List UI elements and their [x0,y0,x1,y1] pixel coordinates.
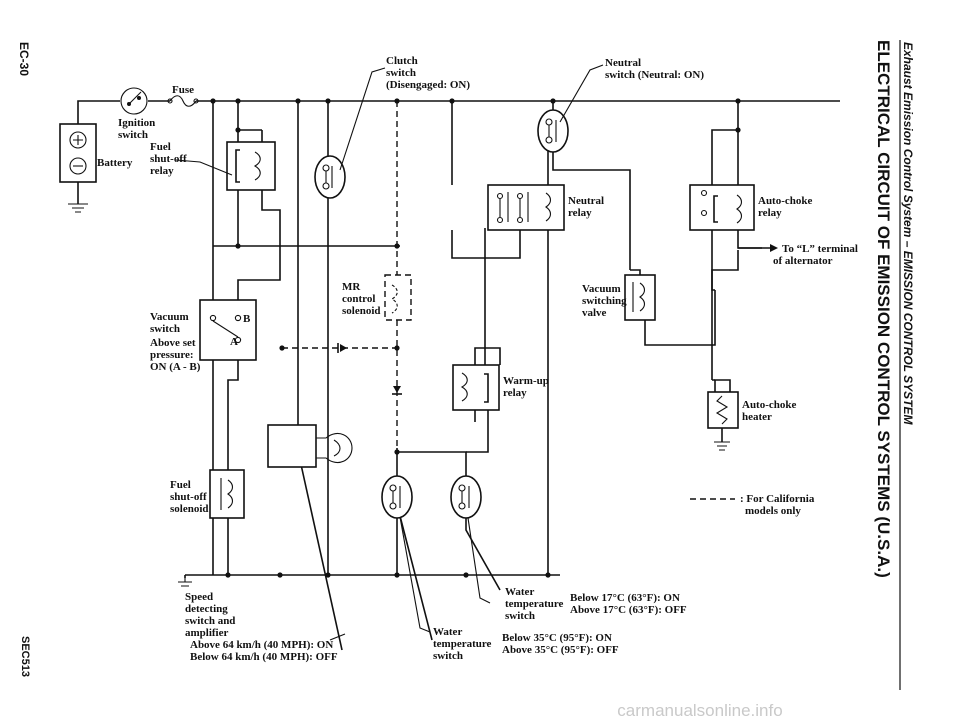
speed-label-6: Below 64 km/h (40 MPH): OFF [190,651,338,663]
leader-lines [175,64,604,641]
vsv-label-2: switching [582,295,627,307]
page-title: ELECTRICAL CIRCUIT OF EMISSION CONTROL S… [874,40,893,578]
fuel-relay-label-2: shut-off [150,153,187,165]
water17-label-1: Water [505,586,534,598]
diode-symbol-vertical [392,386,402,395]
clutch-label-2: switch [386,67,416,79]
water35-label-1: Water [433,626,462,638]
fuel-shutoff-relay-symbol [226,141,276,191]
wires [68,100,840,651]
speed-label-5: Above 64 km/h (40 MPH): ON [190,639,333,651]
water-temp-switch-17-symbol [450,475,482,519]
fuel-shutoff-solenoid-symbol [209,469,245,519]
clutch-switch-symbol [314,155,346,199]
section-header: Exhaust Emission Control System – EMISSI… [901,42,915,426]
alternator-arrow-icon [738,244,778,252]
ignition-label-1: Ignition [118,117,155,129]
vacuum-switch-label-3: Above set [150,337,196,349]
water17-state-1: Below 17°C (63°F): ON [570,592,680,604]
terminal-b-label: B [243,313,251,325]
heater-label-1: Auto-choke [742,399,797,411]
fuel-solenoid-label-1: Fuel [170,479,191,491]
neutral-switch-label-2: switch (Neutral: ON) [605,69,704,81]
page-number: EC-30 [17,42,31,76]
diode-symbol-horizontal [337,343,347,353]
california-legend-2: models only [745,505,801,517]
watermark: carmanualsonline.info [617,701,782,720]
l-terminal-label-2: of alternator [773,255,833,267]
auto-choke-relay-symbol [689,184,755,231]
california-legend-1: : For California [740,493,815,505]
fuel-solenoid-label-3: solenoid [170,503,209,515]
ignition-switch-symbol [120,87,148,115]
fuse-symbol [167,95,199,107]
vacuum-switch-label-1: Vacuum [150,311,189,323]
labels: Fuse Ignition switch Battery Fuel shut-o… [97,55,858,663]
vacuum-switch-label-5: ON (A - B) [150,361,201,373]
junction-dots [210,98,741,578]
clutch-label-3: (Disengaged: ON) [386,79,470,91]
warm-up-label-2: relay [503,387,527,399]
mr-label-3: solenoid [342,305,381,317]
water35-state-1: Below 35°C (95°F): ON [502,632,612,644]
speed-label-4: amplifier [185,627,228,639]
water-temp-switch-35-symbol [381,475,413,519]
vacuum-switch-symbol: B A [199,299,257,361]
fuel-relay-label-1: Fuel [150,141,171,153]
mr-control-solenoid-symbol [384,274,412,321]
neutral-relay-symbol [487,184,565,231]
heater-label-2: heater [742,411,772,423]
water35-label-2: temperature [433,638,492,650]
vsv-label-3: valve [582,307,607,319]
mr-label-1: MR [342,281,361,293]
battery-label: Battery [97,157,133,169]
water35-state-2: Above 35°C (95°F): OFF [502,644,619,656]
vsv-label-1: Vacuum [582,283,621,295]
terminal-a-label: A [230,336,238,348]
vacuum-switch-label-4: pressure: [150,349,194,361]
speed-label-3: switch and [185,615,235,627]
water17-label-2: temperature [505,598,564,610]
fuel-relay-label-3: relay [150,165,174,177]
water17-state-2: Above 17°C (63°F): OFF [570,604,687,616]
fuel-solenoid-label-2: shut-off [170,491,207,503]
warm-up-label-1: Warm-up [503,375,549,387]
speed-label-1: Speed [185,591,213,603]
water17-label-3: switch [505,610,535,622]
battery-symbol [59,123,97,183]
neutral-switch-label-1: Neutral [605,57,641,69]
speed-switch-amplifier-symbol [267,424,353,468]
auto-choke-relay-label-2: relay [758,207,782,219]
vacuum-switch-label-2: switch [150,323,180,335]
ignition-label-2: switch [118,129,148,141]
l-terminal-label-1: To “L” terminal [782,243,858,255]
mr-label-2: control [342,293,375,305]
warm-up-relay-symbol [452,364,500,411]
neutral-relay-label-2: relay [568,207,592,219]
clutch-label-1: Clutch [386,55,418,67]
auto-choke-heater-symbol [707,391,739,429]
neutral-relay-label-1: Neutral [568,195,604,207]
figure-code: SEC513 [19,636,31,677]
vacuum-switching-valve-symbol [624,274,656,321]
auto-choke-relay-label-1: Auto-choke [758,195,813,207]
fuse-label: Fuse [172,84,194,96]
speed-label-2: detecting [185,603,228,615]
water35-label-3: switch [433,650,463,662]
